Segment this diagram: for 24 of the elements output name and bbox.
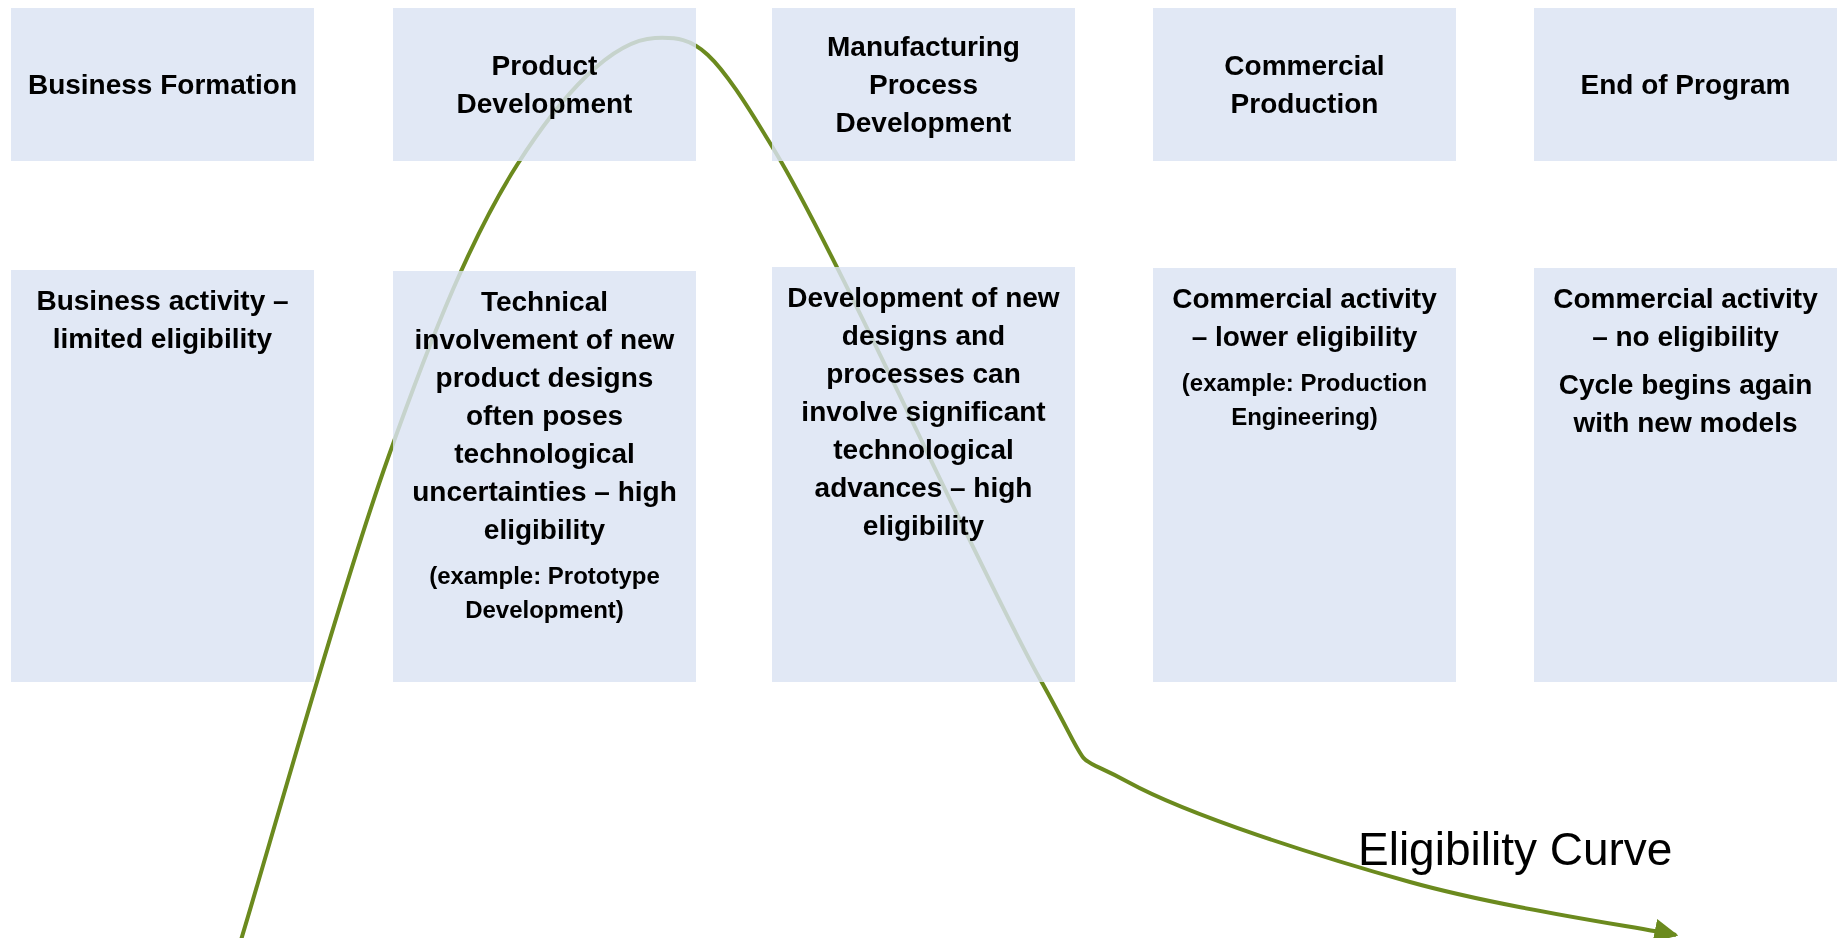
stage-title: End of Program <box>1580 67 1791 102</box>
description-text: Development of new designs and processes can involve significant technological advances – high eligibility <box>786 281 1061 543</box>
stage-box <box>772 8 1075 161</box>
description-box <box>393 271 696 682</box>
description-box <box>772 267 1075 682</box>
stage-title: Product Development <box>455 48 634 121</box>
stage-box <box>1153 8 1456 161</box>
description-text: Business activity – limited eligibility <box>35 284 290 356</box>
description-text: Cycle begins again with new models <box>1557 368 1814 440</box>
description-box <box>1153 268 1456 682</box>
stage-box <box>393 8 696 161</box>
description-text: Commercial activity – no eligibility <box>1552 282 1819 354</box>
description-box <box>1534 268 1837 682</box>
stage-title: Manufacturing Process Development <box>826 29 1021 140</box>
description-text: Technical involvement of new product designs often poses technological uncertainties – high eligibility <box>411 285 678 547</box>
stage-box <box>1534 8 1837 161</box>
description-box <box>11 270 314 682</box>
description-text: (example: Production Engineering) <box>1180 368 1429 432</box>
curve-label: Eligibility Curve <box>1358 822 1673 876</box>
stage-title: Business Formation <box>27 67 298 102</box>
stage-title: Commercial Production <box>1223 48 1386 121</box>
stage-box <box>11 8 314 161</box>
description-text: (example: Prototype Development) <box>428 561 661 625</box>
description-text: Commercial activity – lower eligibility <box>1171 282 1438 354</box>
